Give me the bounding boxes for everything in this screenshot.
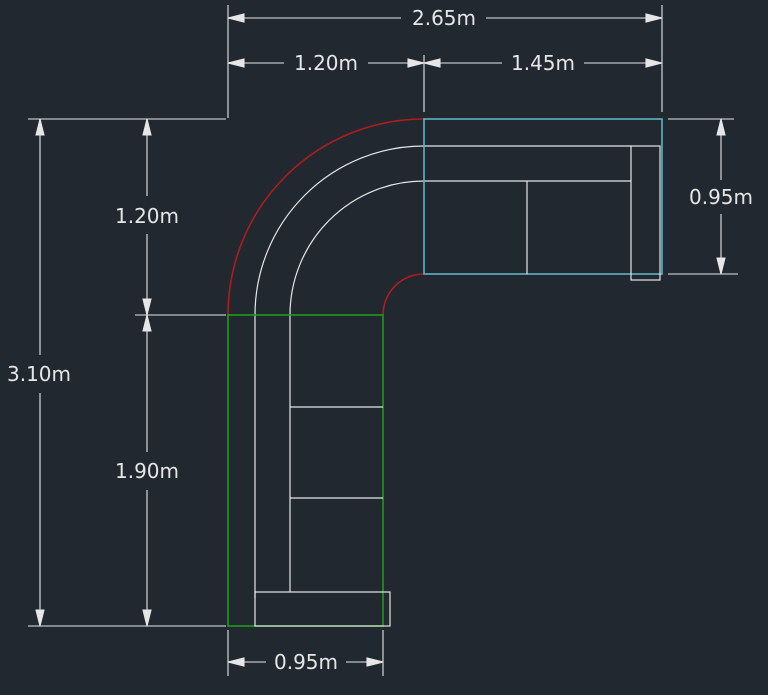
dim-overall-height: 3.10m: [7, 362, 71, 386]
dim-bottom-depth: 0.95m: [274, 650, 338, 674]
dim-curve-height: 1.20m: [115, 204, 179, 228]
extension-lines: [28, 5, 738, 676]
dim-lower-height: 1.90m: [115, 459, 179, 483]
dimension-lines: [35, 13, 726, 667]
curve-inner-arc: [382, 273, 425, 316]
dim-straight-width: 1.45m: [511, 51, 575, 75]
backrest-inner-line: [289, 180, 631, 592]
backrest-outer-line: [254, 145, 631, 598]
left-section-outline: [227, 314, 384, 627]
dim-curve-width: 1.20m: [294, 51, 358, 75]
dim-overall-width: 2.65m: [412, 6, 476, 30]
right-section-outline: [423, 118, 663, 275]
curve-outer-arc: [227, 118, 425, 316]
right-armrest: [630, 145, 661, 281]
left-armrest: [254, 591, 391, 627]
dim-right-depth: 0.95m: [689, 185, 753, 209]
